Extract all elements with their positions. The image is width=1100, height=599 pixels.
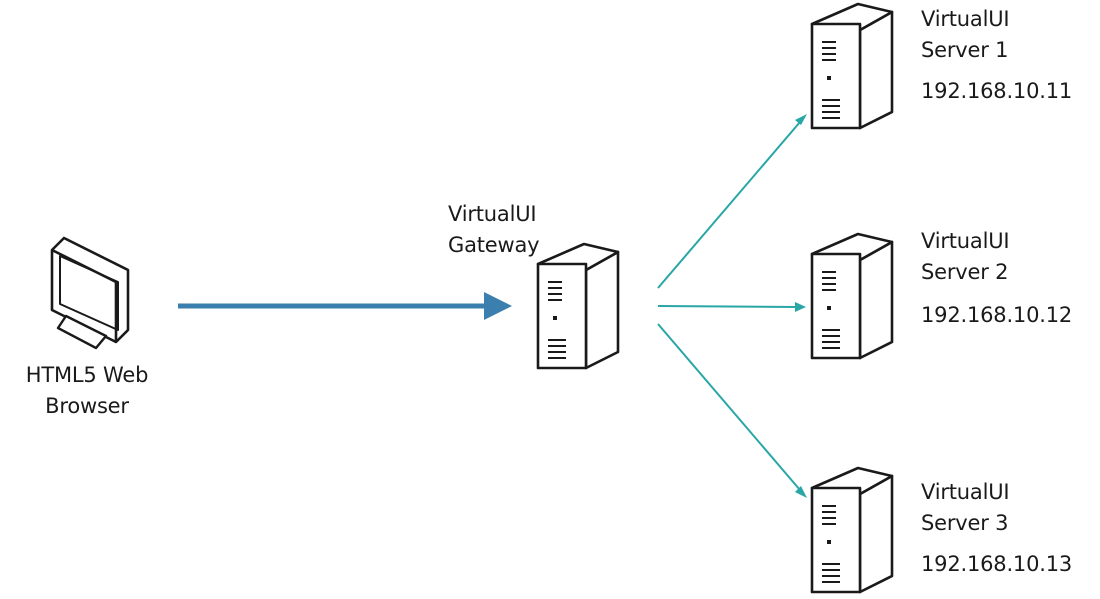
server-1-ip: 192.168.10.11 [921, 79, 1073, 103]
server-2-icon [810, 232, 894, 360]
gateway-label-line1: VirtualUI [448, 202, 537, 226]
server-1-label: VirtualUI Server 1 192.168.10.11 [921, 4, 1072, 107]
server-3-name-line2: Server 3 [921, 511, 1009, 535]
server-2-ip: 192.168.10.12 [921, 303, 1073, 327]
server-3-ip: 192.168.10.13 [921, 552, 1073, 576]
gateway-to-server1-arrow [657, 114, 807, 289]
gateway-server-icon [536, 242, 620, 370]
monitor-icon [50, 236, 130, 350]
gateway-to-server2-arrow [657, 302, 806, 312]
browser-label-line1: HTML5 Web [25, 363, 149, 387]
browser-to-gateway-arrow [178, 292, 512, 320]
server-1-icon [810, 2, 894, 130]
server-3-icon [810, 466, 894, 594]
browser-label-line2: Browser [45, 394, 129, 418]
gateway-to-server3-arrow [657, 323, 807, 498]
gateway-label-line2: Gateway [448, 233, 540, 257]
gateway-label: VirtualUI Gateway [448, 199, 540, 261]
server-3-name-line1: VirtualUI [921, 480, 1010, 504]
browser-label: HTML5 Web Browser [8, 360, 166, 422]
server-2-name-line1: VirtualUI [921, 229, 1010, 253]
server-2-name-line2: Server 2 [921, 260, 1009, 284]
server-1-name-line1: VirtualUI [921, 7, 1010, 31]
server-3-label: VirtualUI Server 3 192.168.10.13 [921, 477, 1072, 580]
server-2-label: VirtualUI Server 2 192.168.10.12 [921, 226, 1072, 331]
server-1-name-line2: Server 1 [921, 38, 1009, 62]
